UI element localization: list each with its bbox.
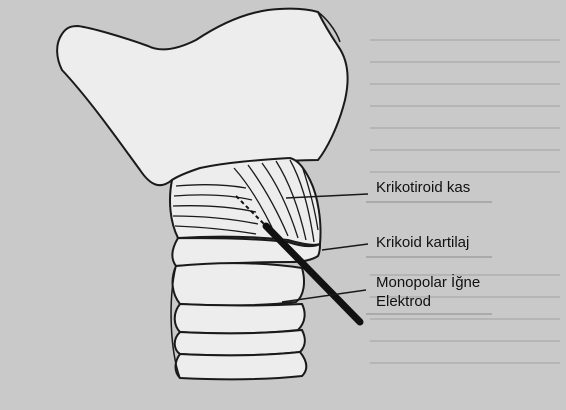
label-cricoid-cartilage: Krikoid kartilaj bbox=[376, 234, 469, 251]
trachea-rings bbox=[173, 263, 307, 379]
trachea-ring-4 bbox=[176, 352, 307, 379]
trachea-ring-2 bbox=[175, 304, 305, 333]
trachea-ring-3 bbox=[175, 330, 305, 355]
trachea-ring-1 bbox=[173, 263, 304, 305]
label-needle-line1: Monopolar İğne bbox=[376, 273, 480, 291]
label-cricothyroid-muscle: Krikotiroid kas bbox=[376, 179, 470, 196]
label-needle-line2: Elektrod bbox=[376, 293, 431, 310]
